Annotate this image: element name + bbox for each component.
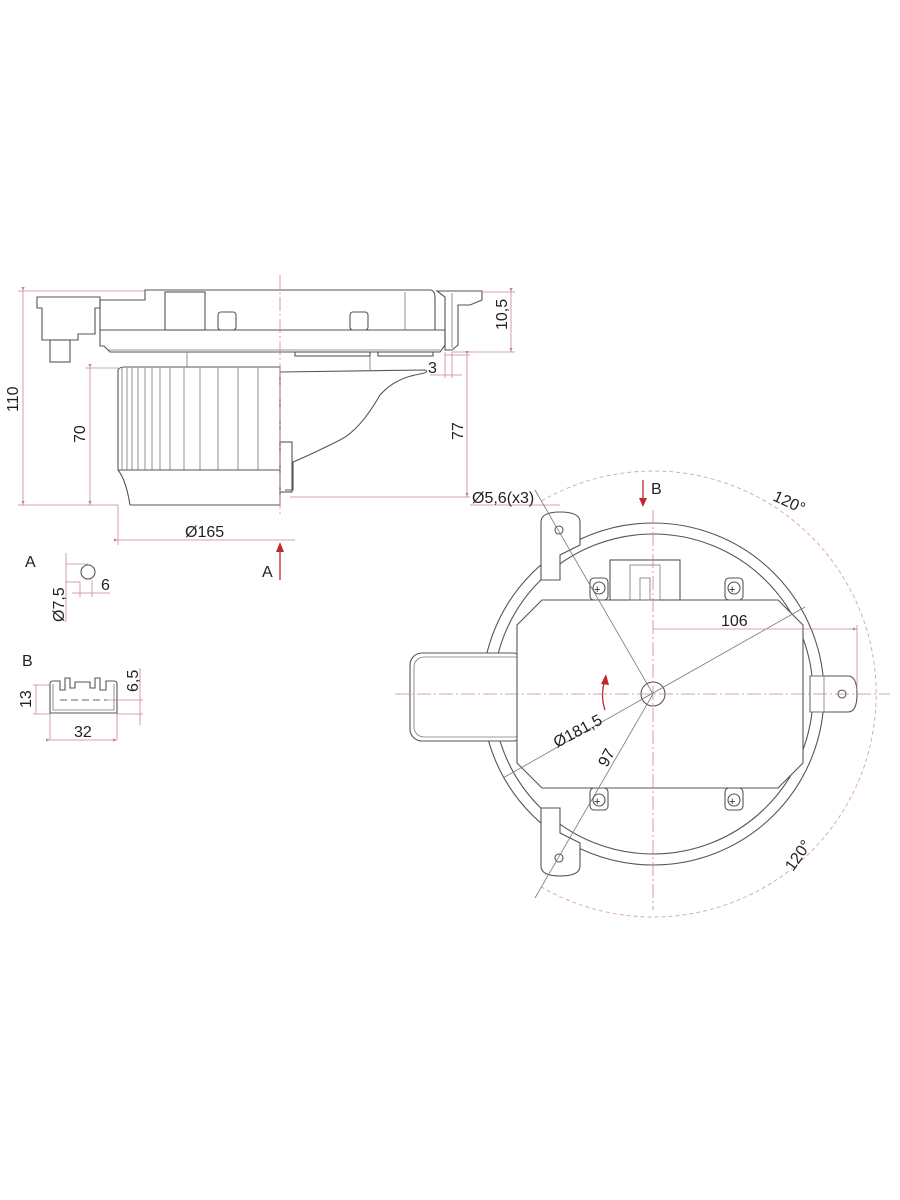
svg-text:+: +: [729, 584, 735, 596]
flange-plate: [99, 329, 446, 353]
lug-hole: [554, 853, 564, 863]
connector-housing: [36, 296, 101, 341]
motor-housing: [279, 369, 428, 491]
upper-housing: [99, 289, 436, 331]
detail-b-dim-offset: 6,5: [125, 670, 142, 692]
dim-hole-diameter: Ø5,6(x3): [472, 490, 534, 507]
detail-a-title: A: [25, 554, 36, 571]
dim-flange-thickness: 3: [428, 360, 437, 377]
svg-text:+: +: [594, 584, 600, 596]
dim-angle-bottom: 120°: [782, 837, 815, 874]
flange-rib: [377, 351, 434, 357]
dim-radius: 97: [596, 746, 619, 770]
view-arrow-a-label: A: [262, 564, 273, 581]
bottom-view: + + + + B 120° 120° 106 Ø181,5 97: [395, 470, 890, 918]
housing-post: [217, 311, 237, 331]
detail-b-dim-width: 32: [74, 724, 92, 741]
side-duct: [409, 652, 526, 742]
detail-a: A 6 Ø7,5: [25, 553, 110, 622]
dim-motor-height: 77: [450, 422, 467, 440]
detail-b: B 13 32 6,5: [18, 653, 143, 742]
mounting-bracket: [435, 290, 483, 351]
flange-rib: [294, 351, 371, 357]
bolt-circle-arc: [541, 470, 877, 918]
detail-a-dim-width: 6: [101, 577, 110, 594]
detail-a-pin: [80, 564, 96, 580]
side-view: 110 70 77 10,5 3 Ø165 Ø5,6(x3) A: [5, 275, 560, 581]
dim-total-height: 110: [5, 386, 22, 412]
housing-boss: [164, 291, 206, 331]
dimensions-bottom: [502, 489, 858, 899]
detail-a-dim-diameter: Ø7,5: [51, 587, 68, 622]
connector-pin: [49, 339, 71, 363]
svg-text:+: +: [729, 796, 735, 808]
motor-shaft: [279, 441, 293, 493]
dimensions-side: [18, 287, 560, 545]
bottom-connector-latch: [639, 577, 651, 601]
lug-hole: [554, 525, 564, 535]
housing-post: [349, 311, 369, 331]
view-arrow-b-label: B: [651, 481, 662, 498]
detail-b-title: B: [22, 653, 33, 670]
svg-text:+: +: [594, 796, 600, 808]
view-arrow-b-head: [639, 498, 647, 507]
dim-flange: 10,5: [494, 299, 511, 330]
detail-b-connector: [49, 677, 118, 714]
view-arrow-a-head: [276, 542, 284, 552]
dim-offset: 106: [721, 613, 748, 630]
mounting-lug-top: [540, 511, 581, 581]
fan-wheel: [117, 366, 281, 506]
screws: + + + +: [589, 577, 744, 811]
detail-b-dim-height: 13: [18, 690, 35, 708]
rotation-arrow-head: [601, 674, 609, 685]
dim-wheel-height: 70: [72, 425, 89, 443]
dim-wheel-diameter: Ø165: [185, 524, 224, 541]
fan-blades: [121, 368, 259, 470]
detail-b-inner: [52, 684, 115, 711]
bottom-connector: [609, 559, 681, 601]
mounting-lug-bottom: [540, 807, 581, 877]
dim-angle-top: 120°: [770, 488, 807, 517]
